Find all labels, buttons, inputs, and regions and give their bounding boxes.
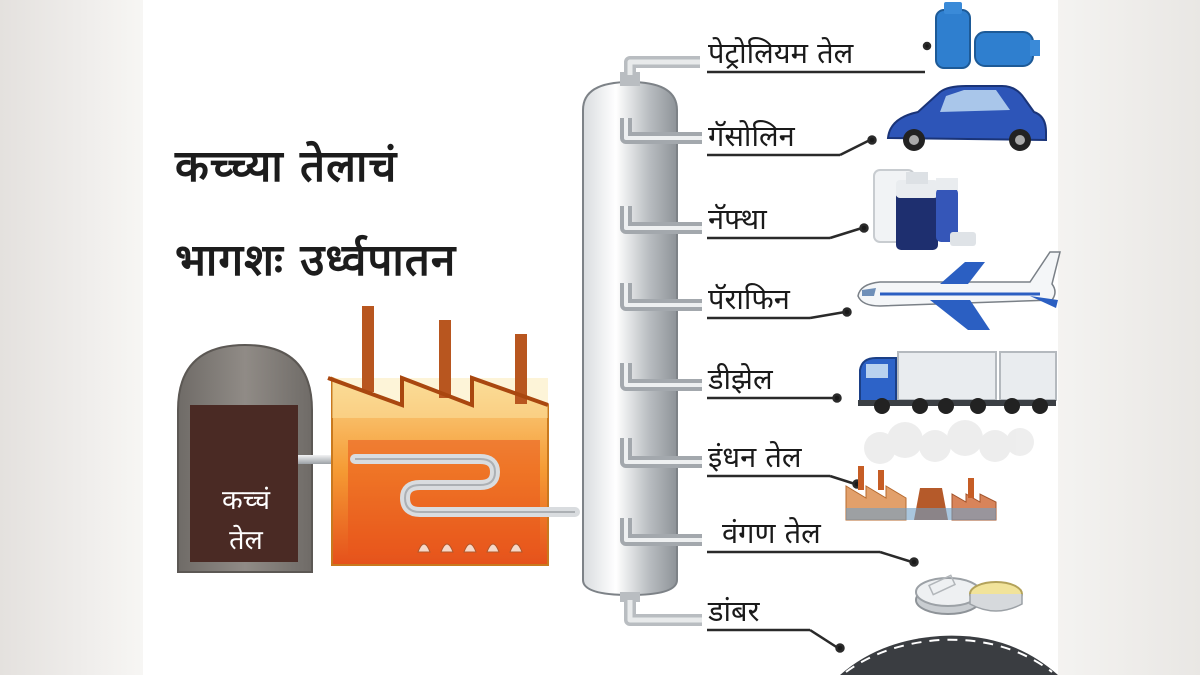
car-icon: [886, 85, 1047, 151]
leader-lines: [707, 41, 932, 653]
truck-icon: [858, 351, 1057, 414]
crude-oil-label-line2: तेल: [229, 525, 263, 556]
product-label-naphtha: नॅफ्था: [708, 202, 767, 236]
grease-tin-icon: [915, 574, 1023, 615]
product-label-lubricating-oil: वंगण तेल: [722, 516, 821, 550]
product-label-gasoline: गॅसोलिन: [708, 119, 795, 153]
product-label-paraffin: पॅराफिन: [708, 282, 790, 316]
airplane-icon: [857, 251, 1061, 330]
inlet-pipe: [298, 455, 358, 464]
chimney: [439, 320, 451, 398]
chimney: [515, 334, 527, 404]
product-label-asphalt: डांबर: [708, 594, 760, 628]
product-label-diesel: डीझेल: [708, 362, 773, 396]
bottles-icon: [873, 169, 976, 250]
product-label-fuel-oil: इंधन तेल: [708, 440, 802, 474]
chimney: [362, 306, 374, 392]
gas-cylinder-icon: [935, 2, 1040, 69]
furnace-factory: [327, 306, 580, 566]
product-label-petroleum-oil: पेट्रोलियम तेल: [708, 36, 854, 70]
factory-icon: [845, 420, 1034, 521]
crude-oil-tank: [177, 343, 313, 573]
crude-oil-label-line1: कच्चं: [221, 485, 271, 516]
diagram-title-line2: भागशः उर्ध्वपातन: [175, 235, 457, 286]
road-icon: [840, 635, 1058, 675]
diagram-title-line1: कच्च्या तेलाचं: [175, 141, 398, 192]
